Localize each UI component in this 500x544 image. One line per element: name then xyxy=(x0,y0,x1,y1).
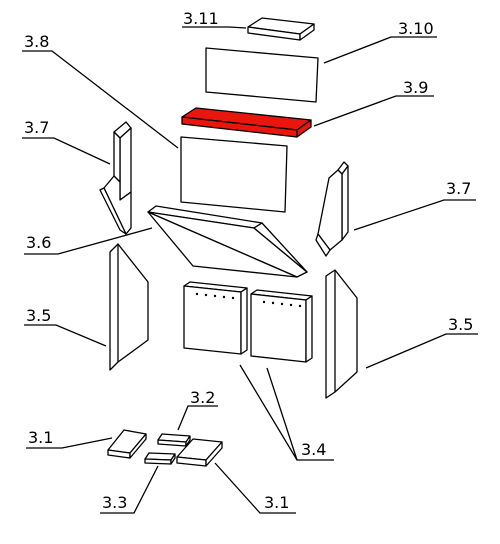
label-3-3: 3.3 xyxy=(102,493,127,512)
label-3-7-right: 3.7 xyxy=(446,179,471,198)
part-3-7-right[interactable] xyxy=(315,161,349,257)
label-3-9: 3.9 xyxy=(403,78,428,97)
label-3-5-left: 3.5 xyxy=(26,306,51,325)
label-3-7-left: 3.7 xyxy=(24,118,49,137)
part-3-4-right[interactable] xyxy=(250,289,313,363)
part-3-7-left[interactable] xyxy=(99,121,132,235)
part-3-6[interactable] xyxy=(147,205,308,278)
label-3-8: 3.8 xyxy=(24,32,49,51)
label-3-5-right: 3.5 xyxy=(448,315,473,334)
label-3-11: 3.11 xyxy=(183,9,219,28)
part-3-5-left[interactable] xyxy=(109,243,149,371)
label-3-4: 3.4 xyxy=(301,440,326,459)
label-3-6: 3.6 xyxy=(26,233,51,252)
part-3-4-left[interactable] xyxy=(183,281,248,355)
part-3-11[interactable] xyxy=(247,17,315,41)
part-3-9-highlighted[interactable] xyxy=(181,107,312,138)
part-3-5-right[interactable] xyxy=(325,269,358,399)
part-3-1-left[interactable] xyxy=(107,429,147,459)
label-3-2: 3.2 xyxy=(190,388,215,407)
part-labels: 3.11 3.10 3.8 3.9 3.7 3.7 3.6 3.5 3.5 3.… xyxy=(24,9,473,512)
part-3-10[interactable] xyxy=(205,47,319,103)
part-3-1-right[interactable] xyxy=(176,438,223,467)
part-3-3[interactable] xyxy=(144,452,176,465)
part-3-2[interactable] xyxy=(157,433,191,447)
label-3-1-right: 3.1 xyxy=(264,493,289,512)
part-3-8[interactable] xyxy=(180,136,288,213)
label-3-10: 3.10 xyxy=(398,19,434,38)
leader-lines xyxy=(22,26,478,514)
label-3-1-left: 3.1 xyxy=(28,428,53,447)
